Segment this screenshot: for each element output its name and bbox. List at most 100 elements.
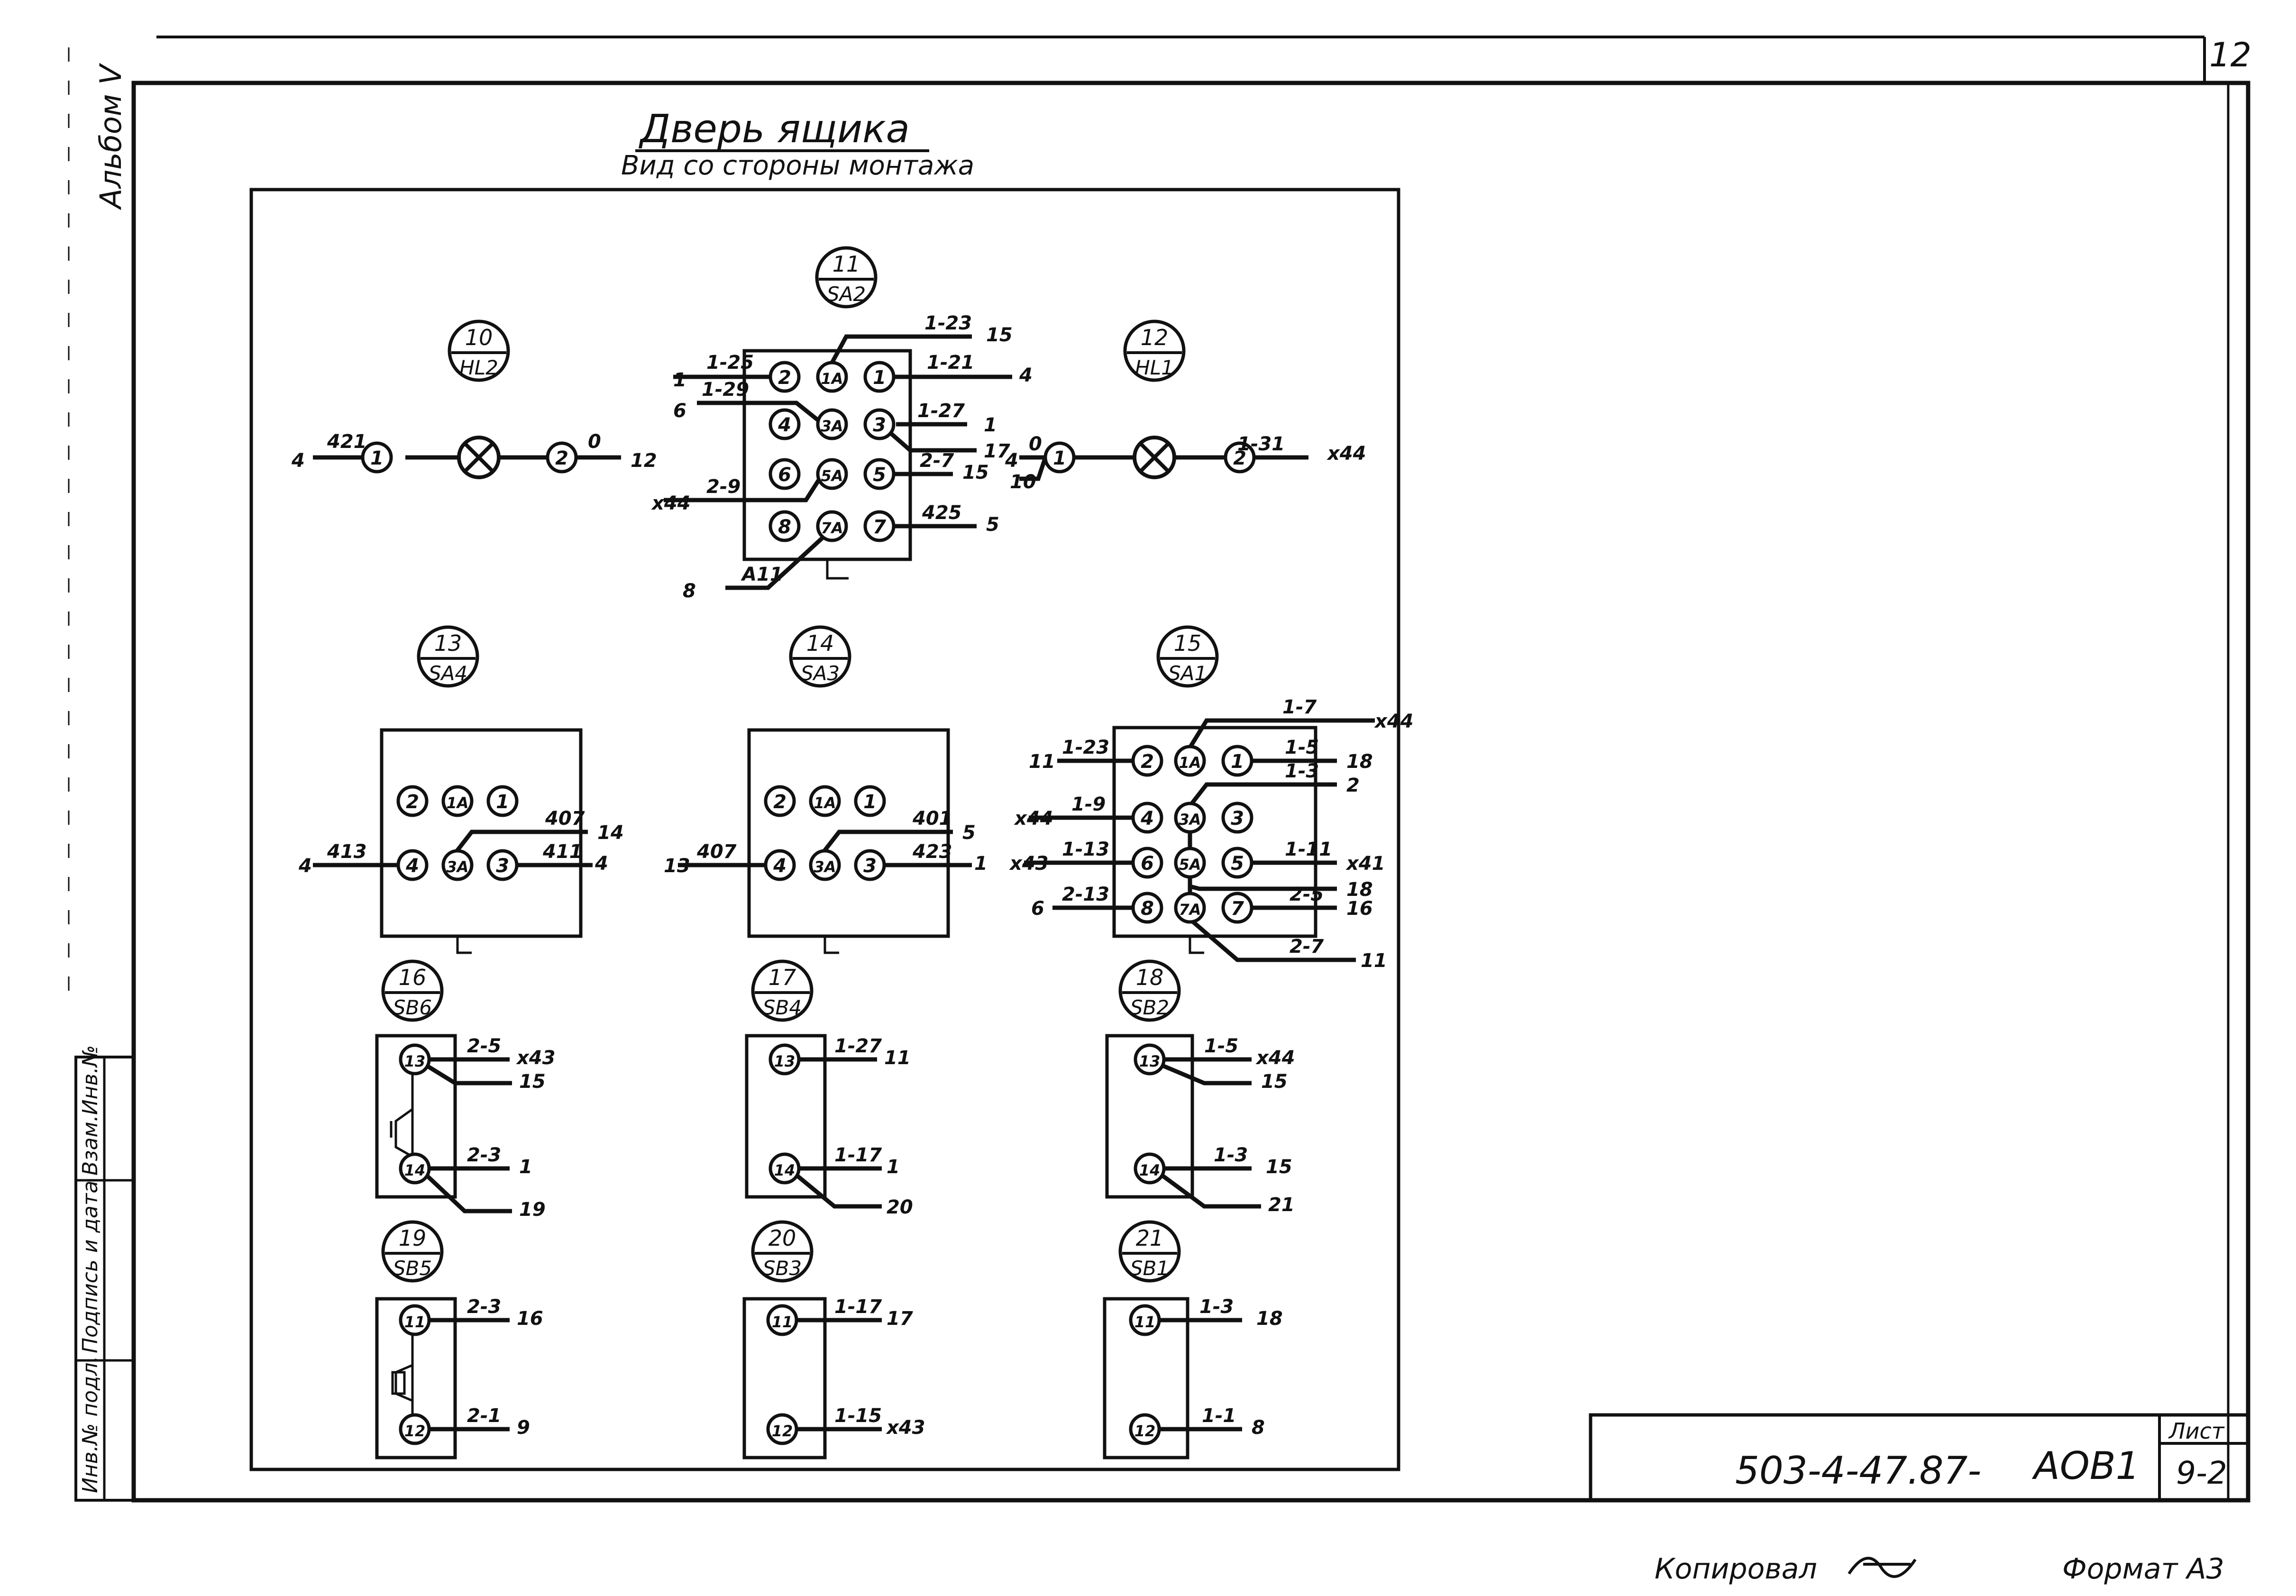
- format-label: Формат А3: [2062, 1552, 2224, 1586]
- wire-label: 1: [974, 853, 988, 875]
- device-ref: SA4: [429, 662, 467, 685]
- wire-label: 14: [597, 822, 624, 844]
- terminal-pin: 11: [1129, 1304, 1161, 1336]
- wire-label: 18: [1346, 751, 1373, 773]
- device-ref: SB3: [763, 1257, 802, 1280]
- device-number: 12: [1141, 325, 1169, 350]
- terminal-pin: 7A: [1174, 892, 1206, 924]
- device-number: 14: [806, 630, 834, 656]
- drawing-title: Дверь ящика: [639, 107, 910, 152]
- terminal-pin: 5A: [1174, 847, 1206, 879]
- wire-label: 2-5: [1290, 884, 1324, 905]
- svg-text:12: 12: [772, 1422, 793, 1440]
- terminal-pin: 2: [764, 785, 796, 817]
- svg-text:4: 4: [778, 414, 791, 436]
- terminal-pin: 5A: [816, 458, 848, 490]
- svg-text:1A: 1A: [814, 794, 836, 812]
- svg-text:5: 5: [873, 464, 886, 486]
- wire-label: x44: [1374, 711, 1413, 732]
- wire-label: 20: [887, 1196, 913, 1218]
- svg-text:7A: 7A: [1179, 901, 1201, 919]
- svg-text:1: 1: [1231, 751, 1244, 773]
- terminal-pin: 12: [766, 1413, 798, 1445]
- wire-label: 425: [922, 502, 962, 524]
- wire-label: 401: [912, 808, 952, 830]
- device-number: 21: [1136, 1225, 1164, 1251]
- wire-label: 17: [984, 440, 1010, 462]
- svg-text:3A: 3A: [1179, 811, 1201, 829]
- wire-label: x44: [1255, 1047, 1295, 1069]
- wire-label: 1-31: [1237, 433, 1285, 455]
- wire-label: 1: [887, 1156, 900, 1178]
- title-block: [1589, 1413, 2250, 1502]
- device-number: 20: [768, 1225, 796, 1251]
- device-number: 17: [768, 965, 796, 990]
- wire-label: 1-23: [924, 312, 972, 334]
- svg-text:4: 4: [773, 855, 787, 877]
- stamp-replacement-inv: Взам.Инв.№: [78, 1045, 102, 1176]
- device-number: 10: [465, 325, 493, 350]
- terminal-pin: 8: [768, 510, 801, 542]
- wire-label: 1: [984, 414, 997, 436]
- doc-number: 503-4-47.87-: [1735, 1449, 1981, 1493]
- wire-label: 8: [683, 580, 696, 602]
- svg-text:11: 11: [1134, 1313, 1156, 1331]
- terminal-pin: 3A: [1174, 802, 1206, 834]
- device-ref: SA2: [827, 283, 866, 306]
- svg-text:1A: 1A: [821, 370, 843, 388]
- wire-label: 12: [631, 450, 657, 472]
- wire-label: 2-7: [1290, 936, 1324, 958]
- device-number: 15: [1174, 630, 1202, 656]
- terminal-pin: 1: [1221, 745, 1253, 777]
- wire-label: 1-9: [1071, 793, 1106, 815]
- terminal-pin: 7: [1221, 892, 1253, 924]
- wire-label: 1: [519, 1156, 532, 1178]
- terminal-pin: 3: [486, 849, 519, 881]
- wire-label: 0: [1029, 433, 1042, 455]
- device-ref: SB4: [763, 996, 802, 1019]
- device-ref: SB6: [393, 996, 432, 1019]
- wire-label: 1-17: [834, 1144, 882, 1166]
- sheet-frame: [68, 36, 2250, 1503]
- terminal-pin: 3A: [441, 849, 474, 881]
- wire-label: 407: [696, 841, 737, 863]
- stamp-signature-date: Подпись и дата: [78, 1181, 102, 1353]
- svg-text:13: 13: [1139, 1052, 1161, 1070]
- wire-label: 1-21: [927, 352, 974, 374]
- terminal-pin: 6: [768, 458, 801, 490]
- svg-text:1A: 1A: [446, 794, 468, 812]
- wire-label: 1-27: [834, 1035, 882, 1057]
- svg-text:8: 8: [1141, 898, 1154, 920]
- device-ref: SA3: [801, 662, 840, 685]
- terminal-pin: 1: [854, 785, 886, 817]
- device-ref: HL1: [1135, 356, 1174, 379]
- svg-text:1: 1: [496, 791, 509, 813]
- wire-label: 411: [542, 841, 583, 863]
- svg-text:8: 8: [778, 516, 791, 538]
- device-ref: SB5: [393, 1257, 432, 1280]
- svg-text:3: 3: [1231, 808, 1244, 830]
- wire-label: x44: [1326, 443, 1366, 465]
- wire-label: 0: [588, 431, 601, 453]
- wire-label: 421: [327, 431, 367, 453]
- wire-label: 1-7: [1282, 696, 1317, 718]
- terminal-pin: 4: [396, 849, 429, 881]
- device-ref: SB1: [1130, 1257, 1169, 1280]
- device-number: 19: [399, 1225, 427, 1251]
- wire-label: 4: [291, 450, 305, 472]
- wire-label: x43: [1009, 853, 1048, 875]
- svg-text:4: 4: [405, 855, 419, 877]
- svg-text:7: 7: [1231, 898, 1244, 920]
- wire-label: 4: [595, 853, 608, 875]
- terminal-pin: 1: [863, 361, 896, 393]
- wire-label: 15: [986, 324, 1013, 346]
- wire-label: 16: [1346, 898, 1373, 920]
- stamp-inv-number: Инв.№ подл.: [78, 1356, 102, 1493]
- wire-label: 1-29: [702, 379, 749, 401]
